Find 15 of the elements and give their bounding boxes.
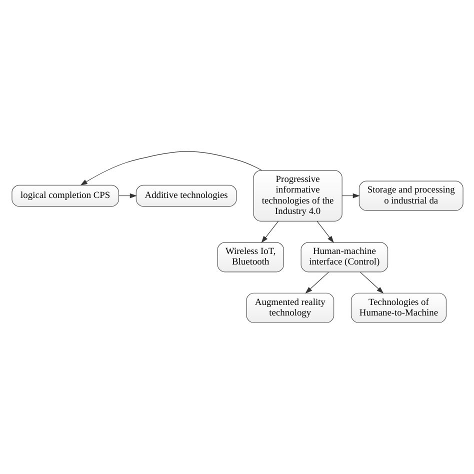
node-box: logical completion CPS: [11, 184, 119, 207]
arrow: [341, 193, 360, 198]
arrow: [359, 272, 384, 294]
node-box: Human-machine interface (Control): [300, 242, 388, 272]
arrow: [316, 220, 334, 243]
node-box: Additive technologies: [135, 184, 236, 207]
arrow: [80, 151, 262, 186]
node-box: Augmented reality technology: [246, 292, 334, 323]
node-box: Technologies of Humane-to-Machine: [350, 292, 446, 323]
arrow: [304, 272, 329, 294]
arrow: [260, 220, 278, 243]
node-box: Wireless IoT, Bluetooth: [216, 242, 284, 272]
node-box: Storage and processing o industrial da: [358, 180, 463, 211]
arrow: [118, 193, 136, 198]
node-box: Progressive informative technologies of the Industry 4.0: [252, 170, 342, 222]
